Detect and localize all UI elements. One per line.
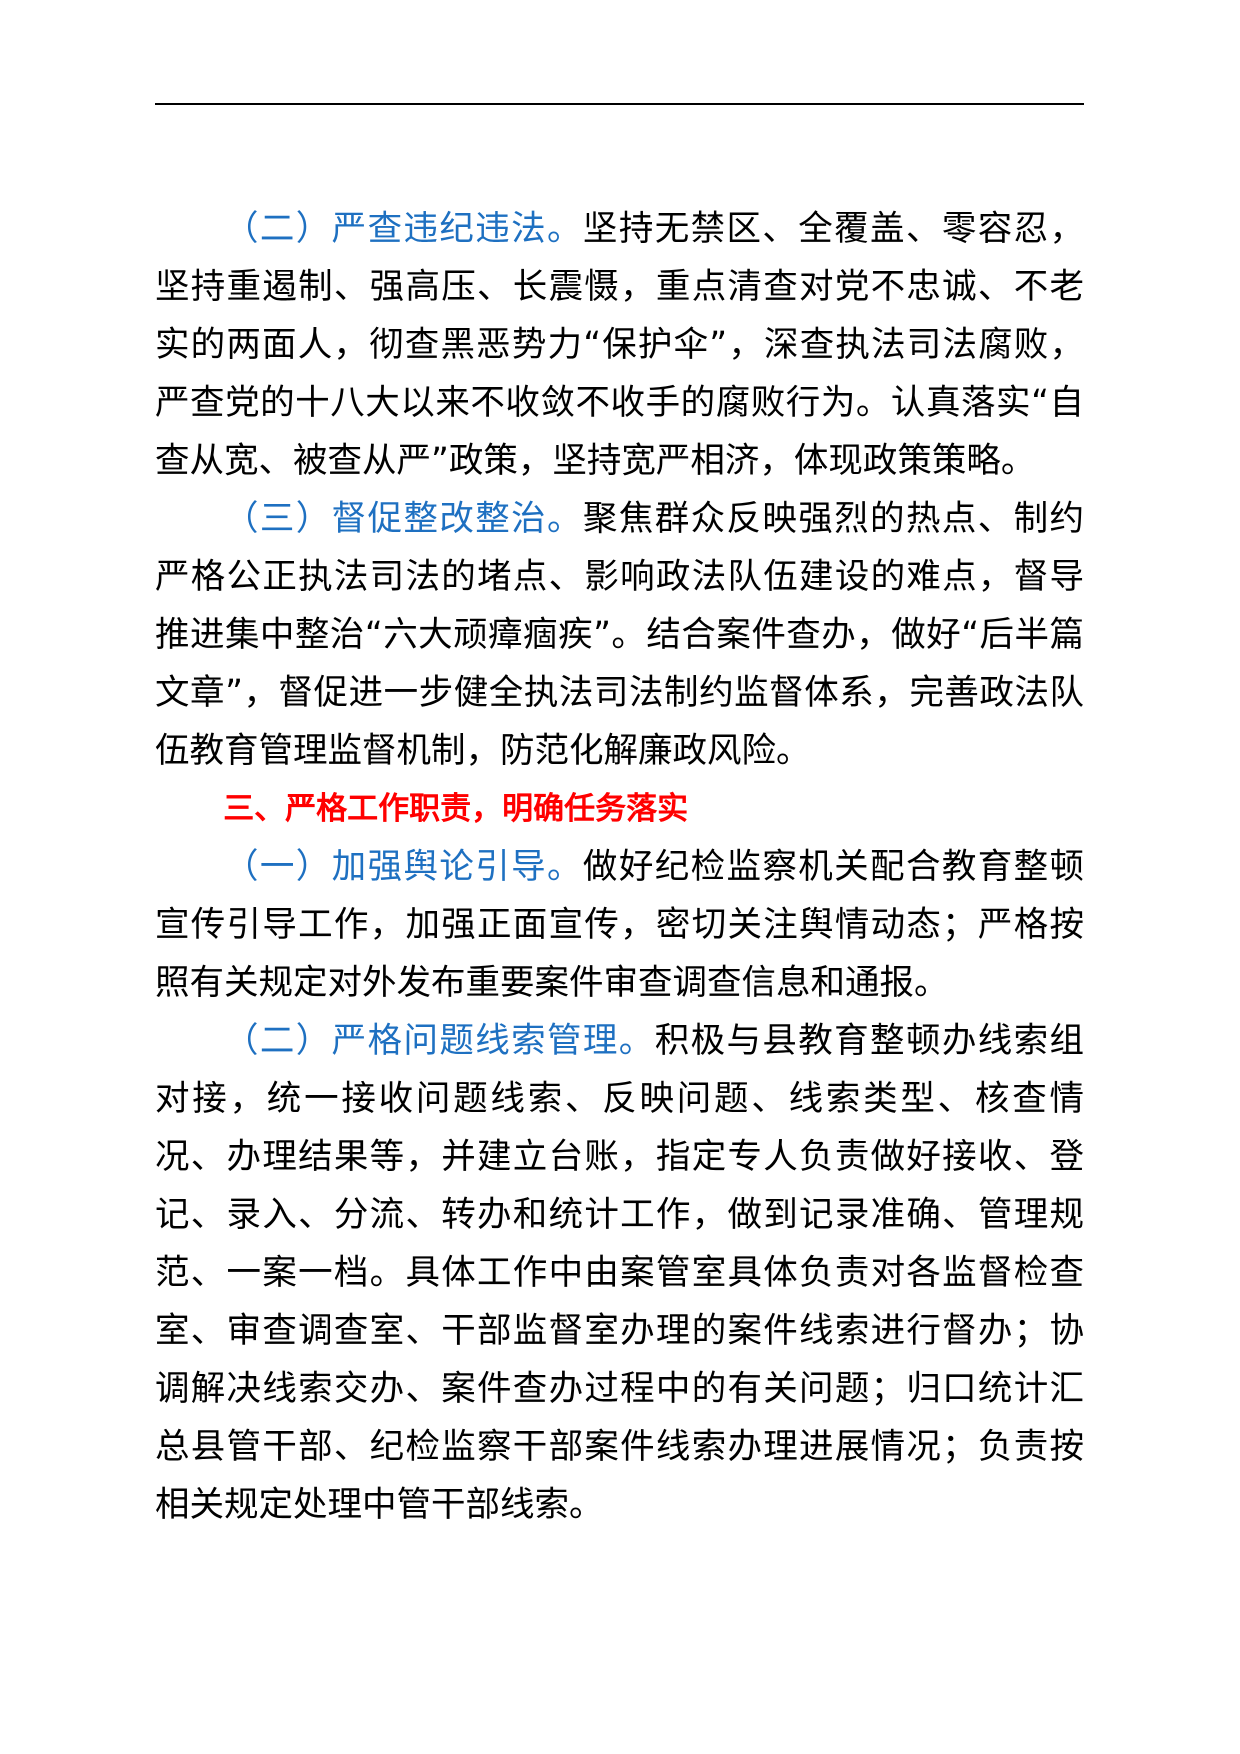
section-heading: 三、严格工作职责，明确任务落实 — [223, 791, 689, 827]
paragraph-text: 坚持无禁区、全覆盖、零容忍，坚持重遏制、强高压、长震慑，重点清查对党不忠诚、不老… — [155, 209, 1085, 481]
paragraph-text: 聚焦群众反映强烈的热点、制约严格公正执法司法的堵点、影响政法队伍建设的难点，督导… — [155, 499, 1085, 771]
paragraph-text: 积极与县教育整顿办线索组对接，统一接收问题线索、反映问题、线索类型、核查情况、办… — [155, 1021, 1085, 1525]
paragraph-lead: （一）加强舆论引导。 — [224, 847, 583, 887]
paragraph-text: 做好纪检监察机关配合教育整顿宣传引导工作，加强正面宣传，密切关注舆情动态；严格按… — [155, 847, 1085, 1003]
paragraph-lead: （二）严格问题线索管理。 — [224, 1021, 655, 1061]
paragraph-clue-management: （二）严格问题线索管理。积极与县教育整顿办线索组对接，统一接收问题线索、反映问题… — [155, 1012, 1084, 1534]
paragraph-strict-investigation: （二）严查违纪违法。坚持无禁区、全覆盖、零容忍，坚持重遏制、强高压、长震慑，重点… — [155, 200, 1084, 490]
header-rule — [155, 103, 1084, 105]
paragraph-rectification: （三）督促整改整治。聚焦群众反映强烈的热点、制约严格公正执法司法的堵点、影响政法… — [155, 490, 1084, 780]
paragraph-lead: （三）督促整改整治。 — [224, 499, 583, 539]
paragraph-lead: （二）严查违纪违法。 — [224, 209, 583, 249]
paragraph-public-opinion: （一）加强舆论引导。做好纪检监察机关配合教育整顿宣传引导工作，加强正面宣传，密切… — [155, 838, 1084, 1012]
document-body: （二）严查违纪违法。坚持无禁区、全覆盖、零容忍，坚持重遏制、强高压、长震慑，重点… — [155, 200, 1084, 1534]
